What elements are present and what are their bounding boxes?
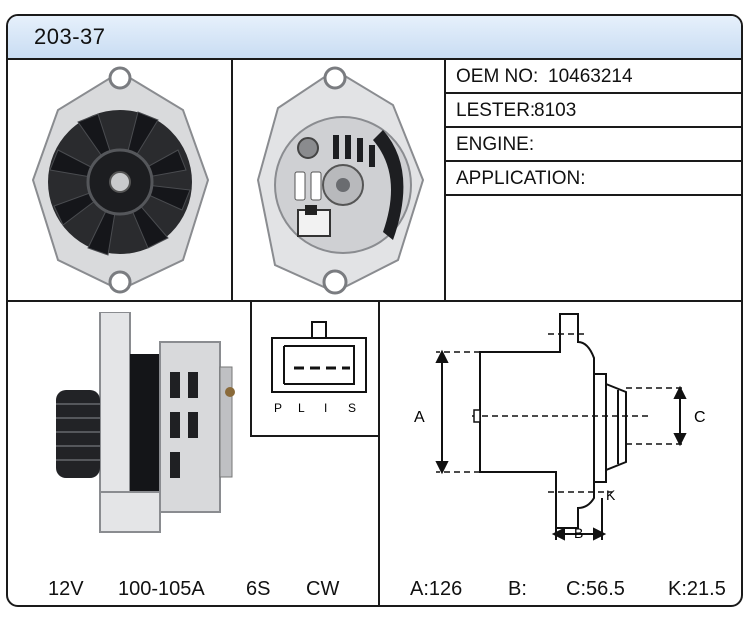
dimension-drawing: A C K B <box>414 313 706 541</box>
spec-amperage: 100-105A <box>118 578 205 600</box>
side-view-cell: 12V 100-105A 6S CW <box>8 300 380 605</box>
info-row-application: APPLICATION: <box>444 160 741 196</box>
dim-label-a: A <box>414 409 425 426</box>
dim-label-k: K <box>606 487 616 503</box>
application-label: APPLICATION: <box>456 168 586 189</box>
connector-pin-s: S <box>348 401 356 415</box>
alternator-side-photo <box>56 312 235 533</box>
oem-label: OEM NO: <box>456 66 539 87</box>
spec-voltage: 12V <box>48 578 84 600</box>
oem-value: 10463214 <box>548 66 633 87</box>
info-row-oem: OEM NO: 10463214 <box>444 58 741 94</box>
engine-label: ENGINE: <box>456 134 535 155</box>
model-number: 203-37 <box>34 24 106 49</box>
alternator-rear-photo <box>256 66 425 295</box>
connector-pin-l: L <box>298 401 305 415</box>
dim-label-c: C <box>694 409 706 426</box>
dimension-cell: A C K B A:126 B: C:56.5 K:21.5 <box>378 300 741 605</box>
lester-value: 8103 <box>534 100 577 121</box>
info-row-blank <box>444 194 741 302</box>
spec-sheet: 203-37 <box>6 14 743 607</box>
spec-rotation: CW <box>306 578 340 600</box>
dim-k-value: K:21.5 <box>668 578 726 600</box>
info-row-engine: ENGINE: <box>444 126 741 162</box>
dim-b-value: B: <box>508 578 527 600</box>
connector-pin-p: P <box>274 401 282 415</box>
dim-label-b: B <box>574 525 583 541</box>
front-photo-cell <box>8 58 233 302</box>
spec-pulley: 6S <box>246 578 271 600</box>
rear-photo-cell <box>231 58 446 302</box>
header-bar: 203-37 <box>8 16 741 60</box>
connector-diagram: P L I S <box>271 321 367 415</box>
lester-label: LESTER: <box>456 100 536 121</box>
dim-c-value: C:56.5 <box>566 578 625 600</box>
info-row-lester: LESTER: 8103 <box>444 92 741 128</box>
connector-pin-i: I <box>324 401 327 415</box>
dim-a-value: A:126 <box>410 578 463 600</box>
alternator-front-photo <box>31 66 210 294</box>
connector-cell: P L I S <box>250 300 380 437</box>
